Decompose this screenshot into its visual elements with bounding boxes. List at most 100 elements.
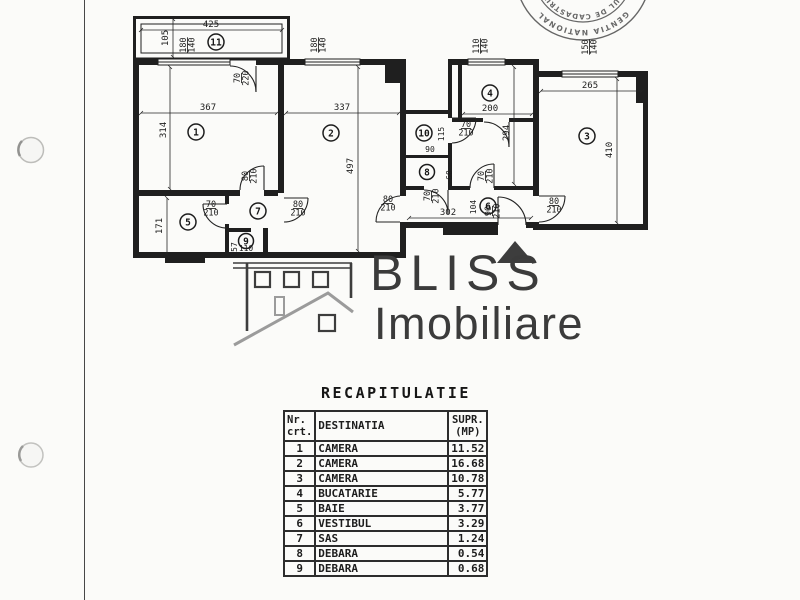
triangle-logo-mark (497, 241, 534, 263)
label-room3-window: 150140 (581, 39, 600, 54)
supr-cell: 0.68 (447, 560, 489, 577)
room-marker-1: 1 (187, 123, 205, 141)
room-marker-6: 6 (479, 197, 497, 215)
header-destinatia: DESTINATIA (314, 410, 450, 442)
label-room1-door: 80210 (241, 168, 260, 183)
destinatia-cell: SAS (314, 530, 450, 547)
dim-room2-depth: 497 (346, 158, 356, 174)
room1-door (239, 165, 265, 191)
dim-balcony-width: 425 (203, 20, 219, 30)
vestibul-door (469, 163, 495, 189)
table-header-row: Nr.crt. DESTINATIA SUPR.(MP) (282, 410, 489, 442)
svg-text:1: 1 (193, 128, 199, 139)
label-room2-window: 180140 (310, 37, 329, 52)
svg-text:9: 9 (243, 237, 249, 248)
svg-text:OFICIUL DE CADASTRU SI P: OFICIUL DE CADASTRU SI P (0, 0, 628, 20)
room3-door (538, 195, 566, 223)
svg-text:3: 3 (584, 132, 590, 143)
destinatia-cell: DEBARA (314, 545, 450, 562)
nr-cell: 5 (282, 500, 317, 517)
svg-text:11: 11 (210, 38, 222, 49)
brand-subtitle: Imobiliare (374, 298, 585, 349)
dim-vestibul-depth: 104 (469, 200, 478, 215)
dim-room4-width: 200 (482, 104, 498, 114)
svg-text:4: 4 (487, 89, 493, 100)
dim-room10-width: 90 (425, 145, 435, 154)
recap-title: RECAPITULATIE (321, 384, 471, 402)
destinatia-cell: BUCATARIE (314, 485, 450, 502)
roof-window-icon (317, 313, 337, 333)
svg-text:2: 2 (328, 129, 334, 140)
nr-cell: 8 (282, 545, 317, 562)
dim-room1-width: 367 (200, 103, 216, 113)
balcony-window (157, 58, 231, 66)
stamp-inner-text: OFICIUL DE CADASTRU SI P (0, 0, 627, 20)
room3-window (561, 70, 619, 78)
room2-window (304, 58, 361, 66)
dim-room3-width: 265 (582, 81, 598, 91)
room4-window (467, 58, 506, 66)
room2-door (375, 195, 401, 223)
logo-house-icon (233, 241, 534, 347)
hall-door (451, 117, 477, 144)
svg-text:AGENTIA NATIONALA: AGENTIA NATIONALA (0, 0, 631, 37)
hole-punch-top (17, 136, 45, 164)
label-room4-window: 110140 (472, 38, 491, 53)
room5-door (202, 203, 228, 229)
dim-room5-depth: 171 (155, 218, 165, 234)
label-room8-door: 70210 (423, 188, 442, 203)
kitchen-door (483, 121, 510, 148)
supr-cell: 5.77 (447, 485, 489, 502)
supr-cell: 16.68 (447, 455, 489, 472)
opening-labels: 180140 70220 180140 110140 150140 80210 … (179, 37, 600, 218)
header-supr-line2: (MP) (455, 426, 481, 438)
dim-room8-width: 60 (445, 170, 454, 180)
destinatia-cell: CAMERA (314, 440, 450, 457)
entry-door (497, 196, 527, 226)
balcony-door (229, 65, 257, 93)
dim-room3-depth: 410 (605, 142, 615, 158)
room7-room2-door (283, 197, 309, 223)
dim-room9-depth: 57 (230, 242, 239, 252)
room-marker-3: 3 (578, 127, 596, 145)
label-entry-door: 90210 (484, 203, 503, 218)
dimension-lines (138, 16, 645, 258)
destinatia-cell: VESTIBUL (314, 515, 450, 532)
destinatia-cell: CAMERA (314, 470, 450, 487)
destinatia-cell: CAMERA (314, 455, 450, 472)
header-nr-line1: Nr. (287, 414, 306, 426)
door-arcs (202, 65, 566, 229)
notary-stamp: AGENTIA NATIONALA OFICIUL DE CADASTRU SI… (0, 0, 646, 41)
walls (133, 59, 648, 263)
nr-cell: 2 (282, 455, 317, 472)
svg-text:8: 8 (424, 168, 430, 179)
destinatia-cell: BAIE (314, 500, 450, 517)
supr-cell: 0.54 (447, 545, 489, 562)
label-vestibul-door: 70210 (477, 168, 496, 183)
hole-punch-bottom (18, 442, 44, 468)
header-supr: SUPR.(MP) (447, 410, 489, 442)
supr-cell: 1.24 (447, 530, 489, 547)
label-balcony-door: 70220 (233, 70, 252, 85)
label-balcony-window: 180140 (179, 37, 198, 52)
dim-room1-depth: 314 (159, 122, 169, 138)
roof-icon (233, 291, 354, 347)
brand-name: BLISS (370, 245, 547, 301)
room-markers: 1 2 3 4 5 6 7 8 9 10 11 (179, 33, 596, 250)
supr-cell: 3.29 (447, 515, 489, 532)
